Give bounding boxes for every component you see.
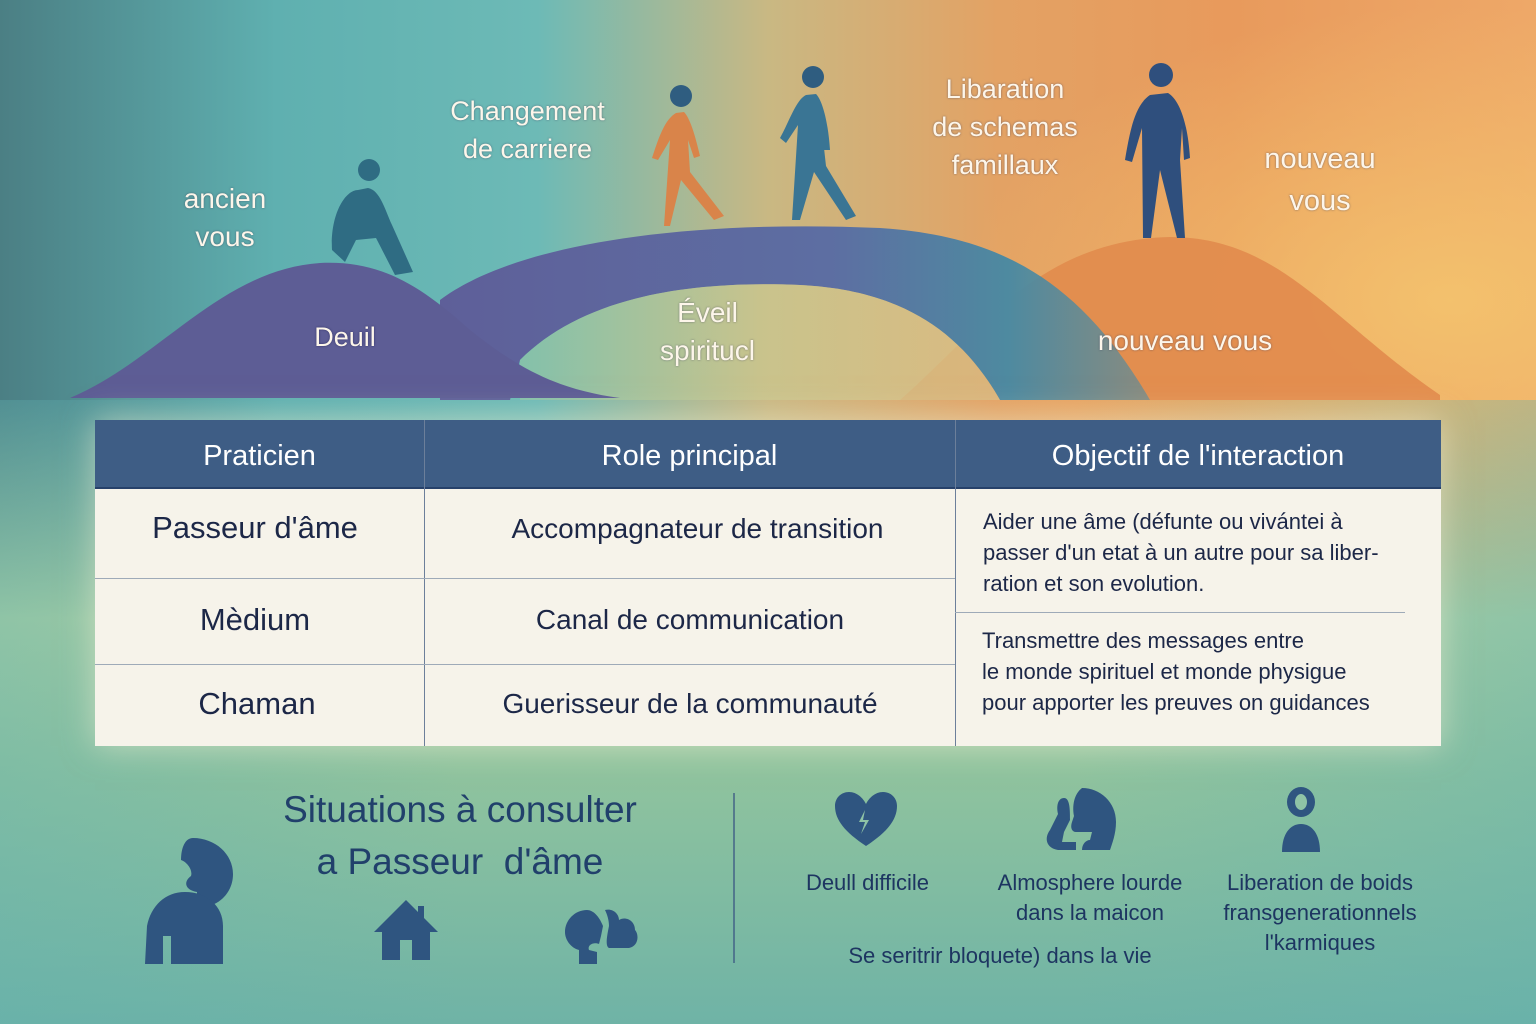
table-header: Praticien Role principal Objectif de l'i… — [95, 420, 1441, 489]
situations-title: Situations à consulter a Passeur d'âme — [283, 789, 637, 882]
header-praticien: Praticien — [203, 440, 316, 472]
header-role-principal: Role principal — [601, 440, 778, 472]
practitioner-table: Praticien Role principal Objectif de l'i… — [95, 420, 1441, 746]
table-row-3-praticien: Chaman — [198, 686, 316, 721]
situation-label-liberation: Liberation de boids fransgenerationnels … — [1223, 870, 1417, 955]
walking-figure-blue — [780, 66, 856, 220]
objective-1: Aider une âme (défunte ou vivántei à pas… — [983, 509, 1379, 596]
person-profile-icon — [145, 838, 233, 964]
row-divider — [95, 578, 955, 579]
table-row-2-role: Canal de communication — [535, 604, 845, 635]
situation-label-deuil: Deull difficile — [805, 870, 930, 895]
situation-label-atmosphere: Almosphere lourde dans la maicon — [997, 870, 1183, 925]
person-icon — [1282, 787, 1320, 852]
walking-figure-orange — [652, 85, 724, 226]
label-changement-carriere: Changement de carriere — [450, 96, 605, 164]
journey-illustration: ancien vous Deuil Changement de carriere… — [0, 0, 1536, 410]
label-deuil: Deuil — [314, 322, 376, 352]
sitting-figure — [331, 159, 413, 275]
row-divider — [955, 612, 1405, 613]
section-divider — [733, 793, 735, 963]
table-row-1-role: Accompagnateur de transition — [511, 513, 884, 544]
label-ancien-vous: ancien vous — [183, 183, 267, 252]
row-divider — [95, 664, 955, 665]
head-cloud-icon — [565, 909, 638, 964]
situation-label-bloque: Se seritrir bloquete) dans la vie — [848, 943, 1152, 968]
label-nouveau-vous-top: nouveau vous — [1264, 143, 1376, 217]
column-divider — [955, 420, 956, 746]
header-objectif: Objectif de l'interaction — [1051, 440, 1345, 472]
table-row-3-role: Guerisseur de la communauté — [502, 688, 878, 719]
table-row-1-praticien: Passeur d'âme — [152, 510, 358, 545]
label-liberation-schemas: Libaration de schemas famillaux — [932, 74, 1078, 180]
table-row-2-praticien: Mèdium — [199, 602, 311, 637]
label-eveil-spirituel: Éveil spiritucl — [660, 297, 755, 366]
column-divider — [424, 420, 425, 746]
label-nouveau-vous-hill: nouveau vous — [1097, 325, 1273, 356]
heavy-head-icon — [1046, 788, 1116, 850]
landscape-illustration — [70, 63, 1440, 400]
standing-figure — [1125, 63, 1190, 238]
objective-2: Transmettre des messages entre le monde … — [982, 628, 1370, 715]
house-icon — [374, 900, 438, 960]
broken-heart-icon — [835, 792, 897, 846]
